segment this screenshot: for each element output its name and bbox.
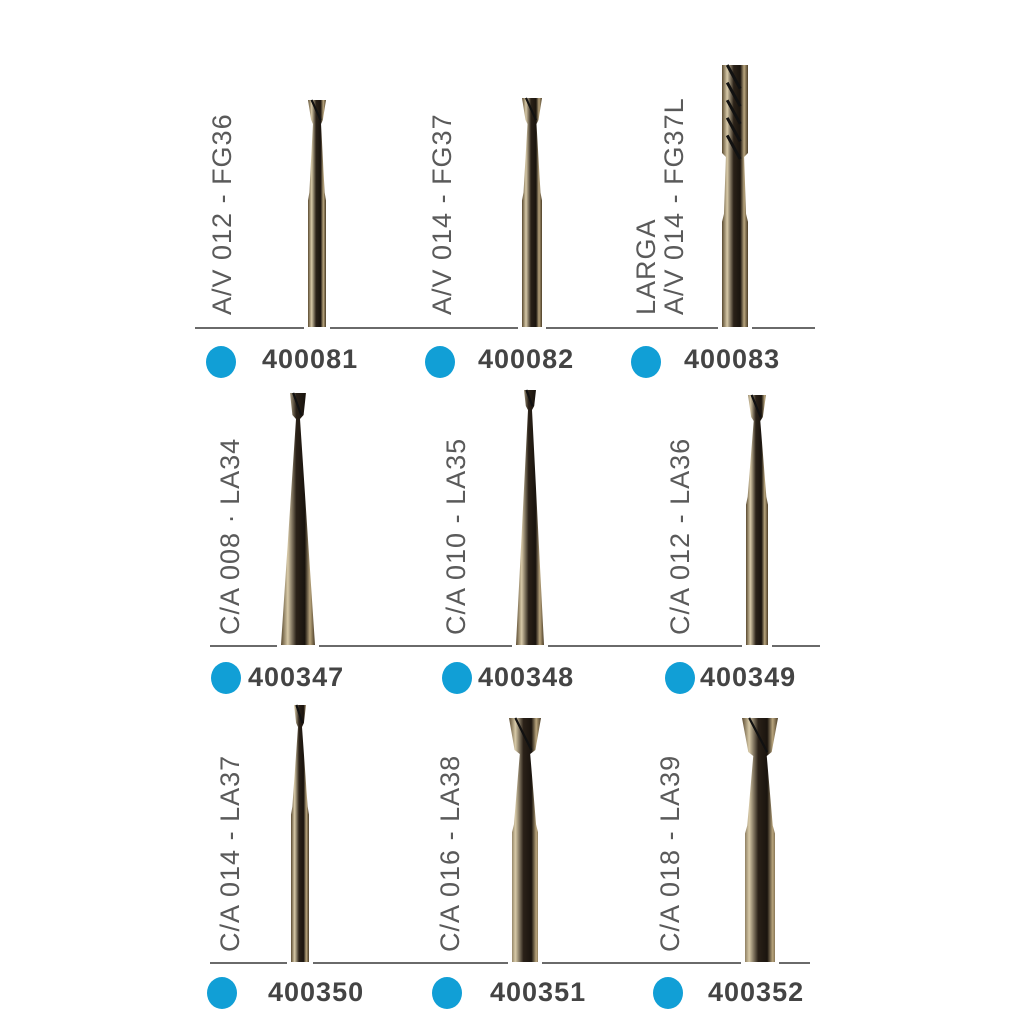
divider-line <box>425 645 512 647</box>
spec-line: C/A 018 - LA39 <box>655 754 685 952</box>
bur-spec-label: C/A 018 - LA39 <box>655 754 685 952</box>
bur-image <box>291 704 309 962</box>
divider-line <box>542 962 640 964</box>
color-dot-icon <box>442 662 472 694</box>
spec-line: A/V 014 - FG37 <box>427 113 457 315</box>
spec-line: LARGA <box>631 218 661 315</box>
color-dot-icon <box>206 346 236 378</box>
product-code: 400352 <box>708 977 805 1007</box>
bur-image <box>509 717 541 962</box>
divider-line <box>330 327 425 329</box>
divider-line <box>772 645 820 647</box>
divider-line <box>319 645 425 647</box>
spec-line: A/V 014 - FG37L <box>659 97 689 315</box>
product-code: 400349 <box>700 662 797 692</box>
divider-line <box>210 645 277 647</box>
divider-line <box>640 962 741 964</box>
bur-image <box>281 392 315 645</box>
color-dot-icon <box>432 977 462 1009</box>
color-dot-icon <box>665 662 695 694</box>
spec-line: C/A 016 - LA38 <box>435 754 465 952</box>
divider-line <box>313 962 425 964</box>
bur-spec-label: C/A 014 - LA37 <box>215 754 245 952</box>
product-code: 400082 <box>478 344 575 374</box>
divider-line <box>425 327 518 329</box>
product-code: 400348 <box>478 662 575 692</box>
color-dot-icon <box>211 662 241 694</box>
divider-line <box>546 327 630 329</box>
product-code: 400083 <box>684 344 781 374</box>
spec-line: C/A 010 - LA35 <box>441 437 471 635</box>
spec-line: A/V 012 - FG36 <box>207 113 237 315</box>
color-dot-icon <box>653 977 683 1009</box>
divider-line <box>548 645 640 647</box>
divider-line <box>195 327 304 329</box>
spec-line: C/A 008 · LA34 <box>215 437 245 635</box>
bur-spec-label: C/A 010 - LA35 <box>441 437 471 635</box>
bur-image <box>742 717 778 962</box>
product-code: 400347 <box>248 662 345 692</box>
color-dot-icon <box>631 346 661 378</box>
bur-spec-label: A/V 014 - FG37 <box>427 113 457 315</box>
product-code: 400350 <box>268 977 365 1007</box>
spec-line: C/A 012 - LA36 <box>665 437 695 635</box>
divider-line <box>779 962 810 964</box>
divider-line <box>630 327 718 329</box>
spec-line: C/A 014 - LA37 <box>215 754 245 952</box>
bur-image <box>516 389 544 645</box>
bur-spec-label: C/A 012 - LA36 <box>665 437 695 635</box>
color-dot-icon <box>425 346 455 378</box>
divider-line <box>210 962 287 964</box>
bur-image <box>722 64 748 327</box>
color-dot-icon <box>207 977 237 1009</box>
divider-line <box>425 962 508 964</box>
bur-image <box>308 99 326 327</box>
product-code: 400351 <box>490 977 587 1007</box>
bur-spec-label: C/A 008 · LA34 <box>215 437 245 635</box>
product-code: 400081 <box>262 344 359 374</box>
bur-image <box>522 97 542 327</box>
bur-image <box>746 394 768 645</box>
bur-spec-label: A/V 012 - FG36 <box>207 113 237 315</box>
divider-line <box>640 645 742 647</box>
bur-spec-label: C/A 016 - LA38 <box>435 754 465 952</box>
divider-line <box>752 327 815 329</box>
